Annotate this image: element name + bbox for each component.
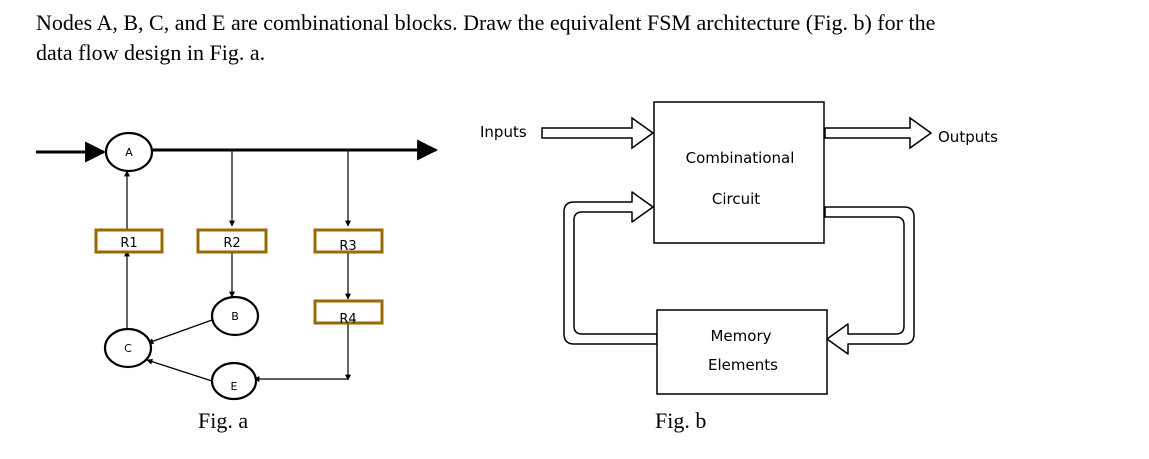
node-e-label: E	[231, 380, 238, 393]
memory-label-line1: Memory	[710, 327, 771, 345]
register-r4: R4	[313, 299, 384, 327]
node-c-label: C	[124, 342, 132, 355]
node-b: B	[210, 295, 260, 337]
outputs-label: Outputs	[938, 128, 998, 146]
feedback-to-combinational-arrow	[563, 191, 658, 345]
fig-a-diagram: A B C E R1 R2 R3 R	[36, 131, 439, 433]
problem-line-2: data flow design in Fig. a.	[36, 40, 266, 65]
b-to-c	[147, 319, 213, 344]
node-a-label: A	[125, 146, 133, 159]
problem-line-1: Nodes A, B, C, and E are combinational b…	[36, 10, 936, 35]
register-r1: R1	[94, 228, 164, 254]
register-r3: R3	[313, 228, 384, 254]
problem-statement: Nodes A, B, C, and E are combinational b…	[36, 8, 1136, 68]
combinational-label-line2: Circuit	[712, 190, 760, 208]
combinational-circuit-box: Combinational Circuit	[653, 101, 825, 244]
fig-a-caption: Fig. a	[198, 408, 248, 433]
memory-elements-box: Memory Elements	[656, 309, 828, 395]
outputs-arrow	[824, 116, 933, 150]
register-r2: R2	[196, 228, 268, 254]
inputs-arrow	[541, 116, 655, 150]
register-r4-label: R4	[339, 312, 356, 327]
feedback-to-memory-arrow	[824, 206, 915, 355]
node-e: E	[210, 361, 258, 401]
register-r2-label: R2	[223, 236, 240, 251]
combinational-label-line1: Combinational	[686, 149, 795, 167]
register-r3-label: R3	[339, 239, 356, 254]
node-a: A	[104, 131, 154, 173]
memory-label-line2: Elements	[708, 356, 778, 374]
fig-b-diagram: Inputs Combinational Circuit Outputs Mem…	[480, 101, 998, 433]
register-r1-label: R1	[120, 236, 137, 251]
inputs-label: Inputs	[480, 123, 527, 141]
node-b-label: B	[231, 310, 239, 323]
fig-b-caption: Fig. b	[655, 408, 706, 433]
e-to-c	[146, 358, 213, 382]
node-c: C	[103, 327, 153, 369]
